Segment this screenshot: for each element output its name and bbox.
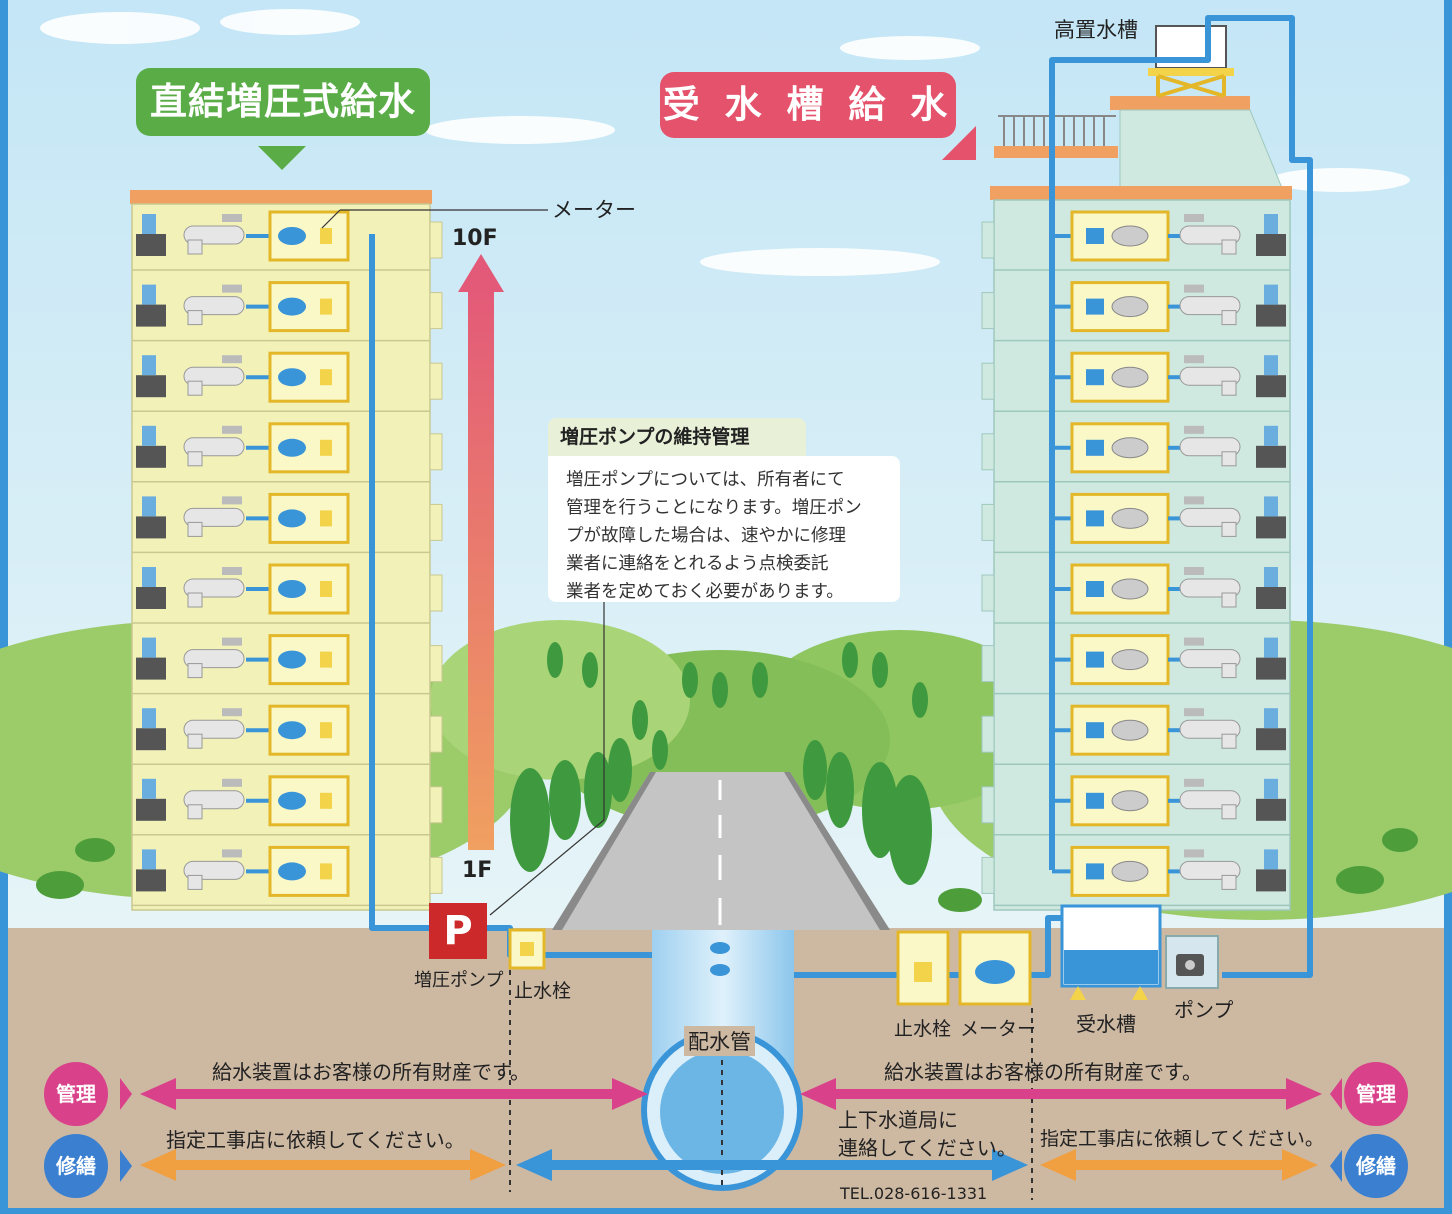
distribution-pipe-label: 配水管 bbox=[684, 1026, 755, 1056]
clouds bbox=[40, 9, 1410, 276]
floor-label-1f: 1F bbox=[462, 858, 493, 883]
bureau-tel: TEL.028-616-1331 bbox=[840, 1184, 988, 1203]
distribution-pipe bbox=[641, 930, 803, 1191]
badge-manage-right: 管理 bbox=[1344, 1062, 1408, 1126]
receiving-tank bbox=[1060, 904, 1162, 1000]
left-floors bbox=[132, 210, 443, 907]
title-tank-supply: 受 水 槽 給 水 bbox=[660, 72, 956, 138]
left-floor-unit bbox=[132, 563, 443, 624]
left-floor-unit bbox=[132, 492, 443, 554]
note-title: 増圧ポンプの維持管理 bbox=[548, 418, 806, 456]
badge-manage-left: 管理 bbox=[44, 1062, 108, 1126]
boundary-lines bbox=[509, 970, 1033, 1200]
right-floor-unit bbox=[981, 775, 1290, 836]
note-line: 管理を行うことになります。増圧ポン bbox=[566, 498, 862, 518]
right-floor-unit bbox=[981, 210, 1290, 271]
road bbox=[552, 772, 890, 930]
note-box bbox=[548, 456, 900, 602]
right-floors bbox=[981, 210, 1290, 907]
pipes bbox=[369, 15, 1313, 978]
note-line: プが故障した場合は、速やかに修理 bbox=[566, 526, 846, 546]
pump-label: ポンプ bbox=[1174, 998, 1234, 1022]
note-line: 増圧ポンプについては、所有者にて bbox=[566, 470, 845, 490]
left-floor-unit bbox=[132, 351, 443, 412]
meter-label-top: メーター bbox=[552, 198, 636, 222]
right-repair-text: 指定工事店に依頼してください。 bbox=[1040, 1128, 1324, 1150]
title-direct-pressure: 直結増圧式給水 bbox=[136, 68, 430, 136]
right-floor-unit bbox=[981, 492, 1290, 554]
right-floor-unit bbox=[981, 634, 1290, 695]
floor-label-10f: 10F bbox=[452, 226, 498, 251]
right-floor-unit bbox=[981, 422, 1290, 483]
bushes bbox=[36, 828, 1418, 912]
right-floor-unit bbox=[981, 281, 1290, 342]
left-floor-unit bbox=[132, 775, 443, 836]
badge-repair-left: 修繕 bbox=[44, 1134, 108, 1198]
left-floor-unit bbox=[132, 704, 443, 765]
elevated-tank-label: 高置水槽 bbox=[1054, 18, 1138, 42]
left-repair-text: 指定工事店に依頼してください。 bbox=[166, 1128, 465, 1152]
left-stop-valve bbox=[508, 928, 546, 970]
right-down-pipe bbox=[1049, 50, 1211, 870]
left-riser-pipe bbox=[369, 234, 436, 931]
bureau-text-line2: 連絡してください。 bbox=[838, 1136, 1017, 1160]
responsibility-arrows bbox=[120, 1078, 1342, 1182]
note-line: 業者を定めておく必要があります。 bbox=[566, 582, 844, 602]
left-floor-unit bbox=[132, 422, 443, 483]
floor-arrow bbox=[458, 254, 504, 850]
left-floor-unit bbox=[132, 634, 443, 695]
right-service-pipe bbox=[736, 915, 1062, 978]
right-floor-unit bbox=[981, 845, 1290, 907]
trees bbox=[510, 642, 932, 885]
right-property-text: 給水装置はお客様の所有財産です。 bbox=[884, 1060, 1202, 1084]
right-floor-unit bbox=[981, 563, 1290, 624]
bureau-text-line1: 上下水道局に bbox=[838, 1108, 958, 1132]
left-floor-unit bbox=[132, 210, 443, 271]
meter-label-bottom: メーター bbox=[960, 1018, 1037, 1040]
booster-pump-icon: P bbox=[429, 903, 487, 959]
left-floor-unit bbox=[132, 281, 443, 342]
receiving-tank-label: 受水槽 bbox=[1076, 1012, 1136, 1036]
tank-pump bbox=[1165, 935, 1219, 989]
right-floor-unit bbox=[981, 704, 1290, 765]
note-line: 業者に連絡をとれるよう点検委託 bbox=[566, 554, 829, 574]
left-floor-unit bbox=[132, 845, 443, 907]
right-riser-pipe bbox=[1205, 15, 1313, 978]
left-property-text: 給水装置はお客様の所有財産です。 bbox=[212, 1060, 530, 1084]
stop-valve-right-label: 止水栓 bbox=[894, 1018, 952, 1040]
right-floor-unit bbox=[981, 351, 1290, 412]
badge-repair-right: 修繕 bbox=[1344, 1134, 1408, 1198]
booster-pump-label: 増圧ポンプ bbox=[414, 970, 504, 991]
stop-valve-left-label: 止水栓 bbox=[514, 980, 572, 1002]
right-meter-boxes bbox=[896, 930, 1032, 1006]
